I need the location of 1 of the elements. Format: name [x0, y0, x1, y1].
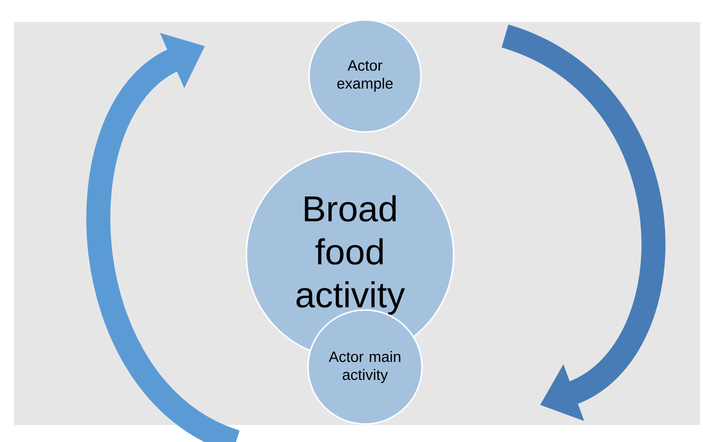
circle-node: Actor example — [308, 19, 422, 133]
